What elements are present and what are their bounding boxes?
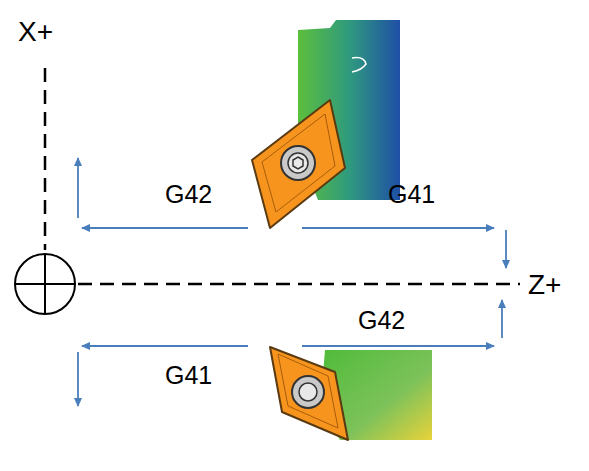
top-tool — [252, 20, 400, 228]
direction-arrows — [78, 158, 506, 406]
axis-label: Z+ — [528, 271, 561, 299]
code-label: G41 — [165, 363, 212, 388]
origin-symbol — [15, 254, 75, 314]
code-label: G41 — [388, 182, 435, 207]
z-axis — [78, 283, 520, 286]
bottom-tool — [270, 347, 432, 440]
axis-label: X+ — [18, 18, 53, 46]
code-label: G42 — [358, 308, 405, 333]
x-axis — [44, 68, 47, 250]
code-label: G42 — [165, 182, 212, 207]
